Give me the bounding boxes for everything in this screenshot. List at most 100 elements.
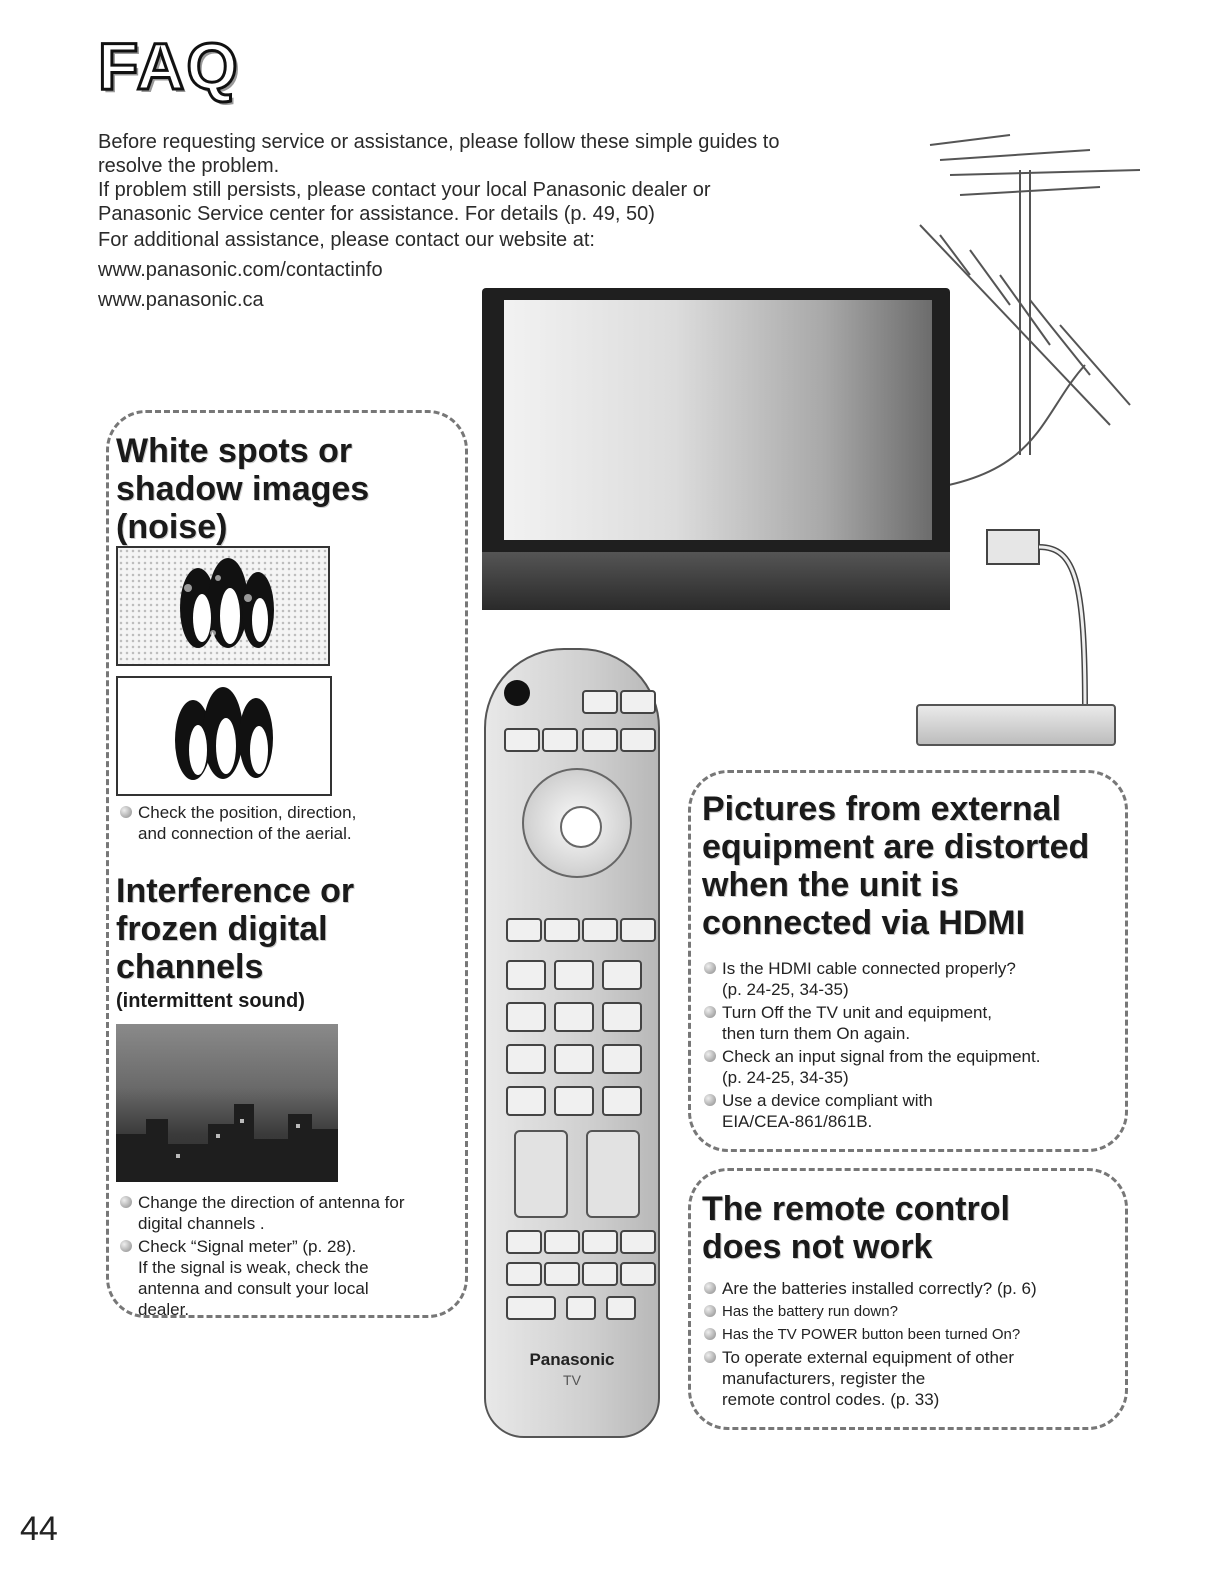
remote-button xyxy=(544,918,580,942)
tip-text: Check an input signal from the equipment… xyxy=(722,1047,1041,1066)
list-item: Change the direction of antenna for digi… xyxy=(120,1192,460,1234)
number-button xyxy=(506,1002,546,1032)
list-item: Check an input signal from the equipment… xyxy=(704,1046,1114,1088)
remote-ok-button xyxy=(560,806,602,848)
page-number: 44 xyxy=(20,1510,58,1548)
list-item: Are the batteries installed correctly? (… xyxy=(704,1278,1116,1299)
tip-text: Use a device compliant with xyxy=(722,1091,933,1110)
remote-button xyxy=(544,1262,580,1286)
heading-line: channels xyxy=(116,948,264,986)
tv-screen xyxy=(504,300,932,540)
bullet-icon xyxy=(704,1282,716,1294)
intro-line: Before requesting service or assistance,… xyxy=(98,131,780,153)
intro-text: Before requesting service or assistance,… xyxy=(98,130,878,312)
tip-text: Are the batteries installed correctly? (… xyxy=(722,1279,1037,1298)
list-item: Has the battery run down? xyxy=(704,1301,1116,1322)
power-button-icon xyxy=(504,680,530,706)
volume-rocker xyxy=(514,1130,568,1218)
tip-text: dealer. xyxy=(138,1300,190,1319)
clear-picture-example xyxy=(116,676,332,796)
page-title: FAQ xyxy=(97,28,240,105)
remote-button xyxy=(582,1262,618,1286)
bullet-icon xyxy=(120,1196,132,1208)
tip-text: Change the direction of antenna for xyxy=(138,1193,405,1212)
website-link[interactable]: www.panasonic.com/contactinfo xyxy=(98,259,383,281)
intro-line: resolve the problem. xyxy=(98,155,280,177)
tip-text: manufacturers, register the xyxy=(722,1369,926,1388)
remote-button xyxy=(544,1230,580,1254)
number-button xyxy=(506,1086,546,1116)
remote-control-illustration: Panasonic TV xyxy=(484,648,660,1438)
bullet-icon xyxy=(704,1328,716,1340)
number-button xyxy=(506,1044,546,1074)
tip-text: remote control codes. (p. 33) xyxy=(722,1390,940,1409)
tip-text: If the signal is weak, check the xyxy=(138,1258,369,1277)
interference-subheading: (intermittent sound) xyxy=(116,990,305,1012)
heading-line: White spots or xyxy=(116,432,353,470)
tv-illustration xyxy=(482,288,950,610)
remote-button xyxy=(582,728,618,752)
noisy-picture-example xyxy=(116,546,330,666)
remote-button xyxy=(506,918,542,942)
tip-text: digital channels . xyxy=(138,1214,265,1233)
heading-line: (noise) xyxy=(116,508,228,546)
penguins-icon xyxy=(175,687,273,780)
tip-text: Is the HDMI cable connected properly? xyxy=(722,959,1016,978)
remote-tv-label: TV xyxy=(563,1372,581,1388)
heading-line: does not work xyxy=(702,1228,933,1266)
bullet-icon xyxy=(704,1006,716,1018)
hdmi-tips: Is the HDMI cable connected properly? (p… xyxy=(704,958,1114,1134)
number-button xyxy=(602,960,642,990)
remote-brand-logo: Panasonic xyxy=(529,1350,615,1369)
penguins-icon xyxy=(180,558,274,648)
noise-and-interference-box xyxy=(106,410,468,1318)
hdmi-heading: Pictures from external equipment are dis… xyxy=(702,790,1122,942)
heading-line: equipment are distorted xyxy=(702,828,1090,866)
city-skyline-icon xyxy=(116,1104,338,1182)
number-button xyxy=(554,960,594,990)
hdmi-box xyxy=(688,770,1128,1152)
list-item: Check “Signal meter” (p. 28). If the sig… xyxy=(120,1236,460,1320)
noise-tips: Check the position, direction, and conne… xyxy=(120,802,460,846)
hdmi-cable-illustration xyxy=(986,529,1088,711)
number-button xyxy=(602,1002,642,1032)
tip-text: Turn Off the TV unit and equipment, xyxy=(722,1003,992,1022)
number-button xyxy=(602,1086,642,1116)
tip-text: Has the TV POWER button been turned On? xyxy=(722,1326,1021,1343)
remote-button xyxy=(504,728,540,752)
tip-text: then turn them On again. xyxy=(722,1024,911,1043)
noise-heading: White spots or shadow images (noise) xyxy=(116,432,456,546)
website-link[interactable]: www.panasonic.ca xyxy=(98,289,264,311)
remote-button xyxy=(566,1296,596,1320)
heading-line: Interference or xyxy=(116,872,355,910)
intro-line: For additional assistance, please contac… xyxy=(98,229,595,251)
remote-heading: The remote control does not work xyxy=(702,1190,1122,1266)
remote-button xyxy=(582,918,618,942)
remote-button xyxy=(582,690,618,714)
remote-box xyxy=(688,1168,1128,1430)
tip-text: antenna and consult your local xyxy=(138,1279,369,1298)
list-item: Use a device compliant with EIA/CEA-861/… xyxy=(704,1090,1114,1132)
bullet-icon xyxy=(120,806,132,818)
channel-rocker xyxy=(586,1130,640,1218)
intro-line: Panasonic Service center for assistance.… xyxy=(98,203,655,225)
interference-heading: Interference or frozen digital channels xyxy=(116,872,456,986)
frozen-picture-example xyxy=(116,1024,338,1182)
remote-button xyxy=(606,1296,636,1320)
tip-text: Check the position, direction, xyxy=(138,803,357,822)
number-button xyxy=(554,1044,594,1074)
heading-line: frozen digital xyxy=(116,910,328,948)
heading-line: when the unit is xyxy=(702,866,959,904)
bullet-icon xyxy=(704,1351,716,1363)
tv-speaker-bar xyxy=(482,552,950,610)
bullet-icon xyxy=(704,1094,716,1106)
bullet-icon xyxy=(704,962,716,974)
bullet-icon xyxy=(704,1050,716,1062)
external-equipment-illustration xyxy=(916,704,1116,746)
remote-button xyxy=(542,728,578,752)
list-item: Has the TV POWER button been turned On? xyxy=(704,1324,1116,1345)
remote-button xyxy=(620,1262,656,1286)
remote-button xyxy=(506,1296,556,1320)
remote-button xyxy=(620,728,656,752)
tip-text: (p. 24-25, 34-35) xyxy=(722,1068,849,1087)
